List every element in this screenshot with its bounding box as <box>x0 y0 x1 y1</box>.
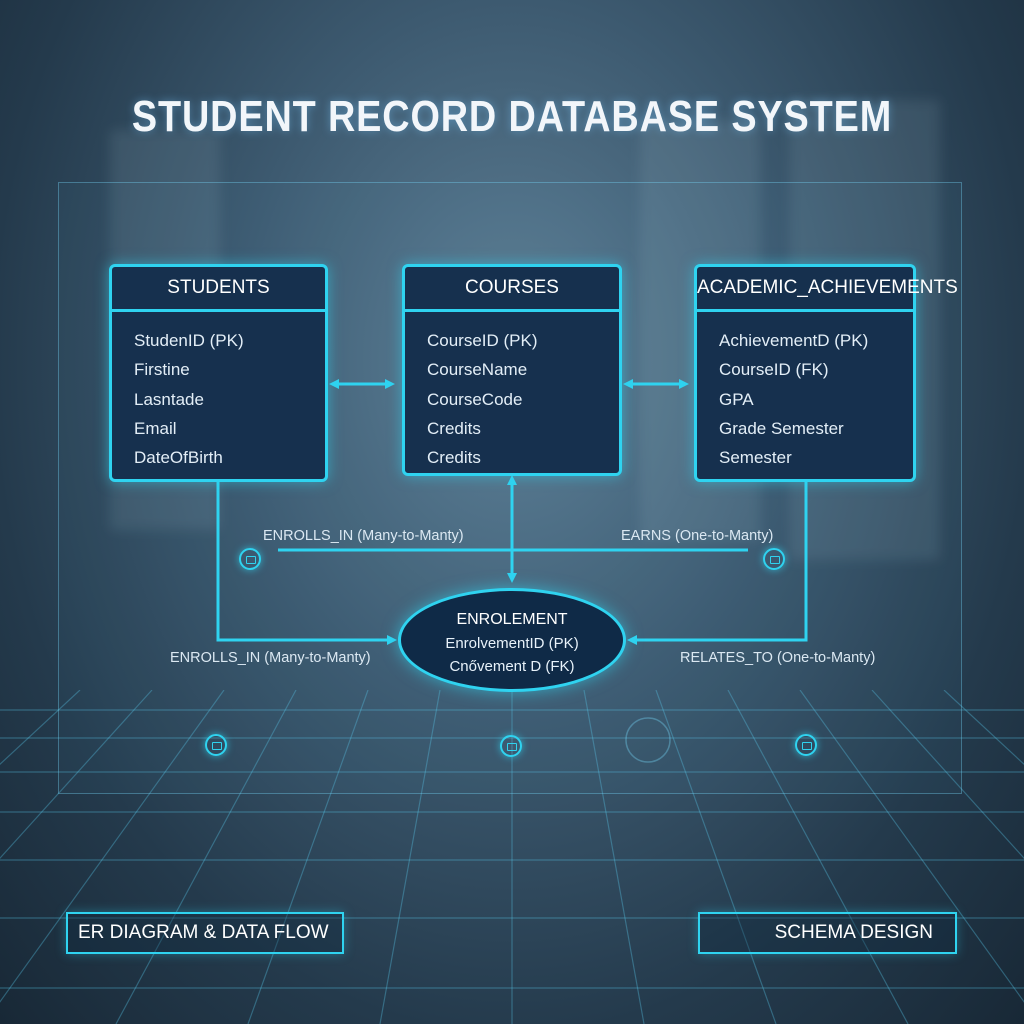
achievements-entity[interactable]: ACADEMIC_ACHIEVEMENTS AchievementD (PK) … <box>694 264 958 482</box>
students-entity[interactable]: STUDENTS StudenID (PK) Firstine Lasntade… <box>109 264 328 482</box>
enrollment-entity[interactable]: ENROLEMENT EnrolvementID (PK) Cnővement … <box>398 588 626 692</box>
achievements-attribute: AchievementD (PK) <box>719 331 869 350</box>
students-attribute: StudenID (PK) <box>134 331 244 350</box>
achievements-entity-title: ACADEMIC_ACHIEVEMENTS <box>697 267 958 312</box>
achievements-attribute: Grade Semester <box>719 418 844 438</box>
courses-attribute: CourseCode <box>427 389 523 409</box>
enrollment-entity-title: ENROLEMENT <box>456 611 568 628</box>
students-attribute: Firstine <box>134 360 190 380</box>
achievements-attribute: CourseID (FK) <box>719 360 829 380</box>
footer-schema-design-label: SCHEMA DESIGN <box>698 912 957 954</box>
courses-attribute: CourseID (PK) <box>427 331 538 350</box>
footer-er-diagram-label: ER DIAGRAM & DATA FLOW <box>66 912 344 954</box>
achievements-attribute: Semester <box>719 448 792 468</box>
relationship-label-enrolls-left: ENROLLS_IN (Many-to-Manty) <box>170 650 371 666</box>
decorative-ring <box>625 717 671 763</box>
achievements-enrollment-connector <box>627 480 808 645</box>
database-icon <box>795 734 817 756</box>
database-icon <box>500 735 522 757</box>
students-attribute: DateOfBirth <box>134 448 223 468</box>
courses-attribute: Credits <box>427 448 481 468</box>
students-enrollment-connector <box>216 480 397 645</box>
database-icon <box>763 548 785 570</box>
courses-attribute: Credits <box>427 418 481 438</box>
courses-entity[interactable]: COURSES CourseID (PK) CourseName CourseC… <box>402 264 622 476</box>
relationship-label-enrolls-top: ENROLLS_IN (Many-to-Manty) <box>263 528 464 544</box>
grid-floor <box>0 690 1024 1024</box>
relationship-label-relates-to: RELATES_TO (One-to-Manty) <box>680 650 876 666</box>
courses-entity-title: COURSES <box>405 267 619 312</box>
courses-attribute: CourseName <box>427 360 528 380</box>
enrollment-attribute: Cnővement D (FK) <box>449 658 575 675</box>
achievements-attribute: GPA <box>719 389 754 409</box>
enrollment-attribute: EnrolvementID (PK) <box>445 635 579 652</box>
database-icon <box>239 548 261 570</box>
database-icon <box>205 734 227 756</box>
students-attribute: Lasntade <box>134 389 204 409</box>
relationship-label-earns: EARNS (One-to-Manty) <box>621 528 774 544</box>
students-attribute: Email <box>134 418 177 438</box>
students-entity-title: STUDENTS <box>112 267 325 312</box>
page-title: STUDENT RECORD DATABASE SYSTEM <box>131 92 893 141</box>
